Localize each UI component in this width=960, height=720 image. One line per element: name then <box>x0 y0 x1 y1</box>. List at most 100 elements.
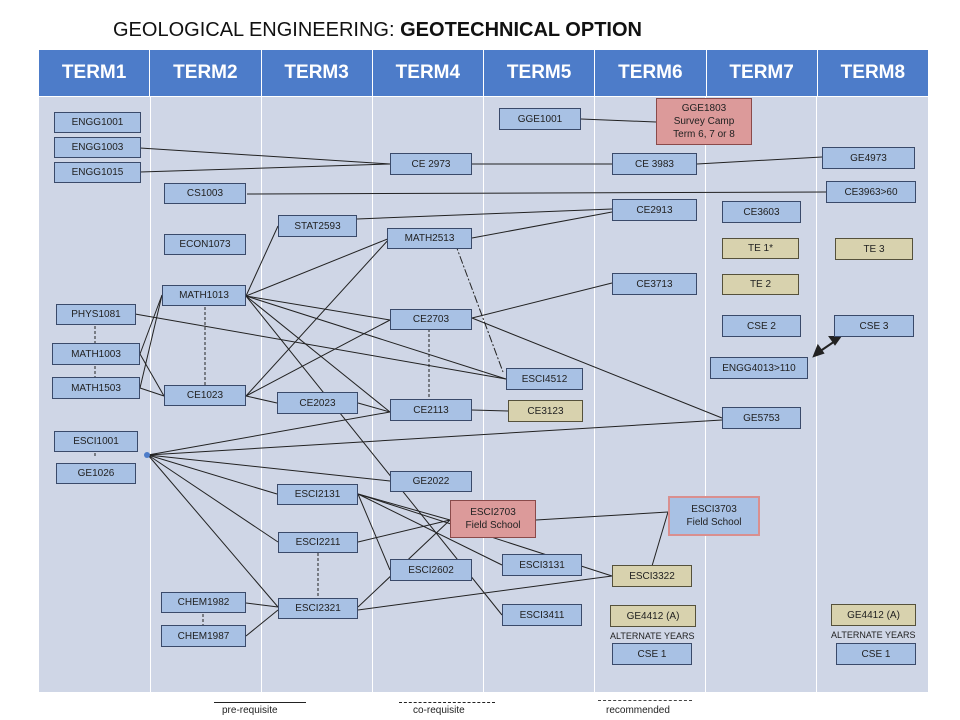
course-cse1[interactable]: CSE 1 <box>612 643 692 665</box>
prereq-edge <box>134 313 507 380</box>
course-cse1[interactable]: CSE 1 <box>836 643 916 665</box>
course-ce3713[interactable]: CE3713 <box>612 273 697 295</box>
course-esci2602[interactable]: ESCI2602 <box>390 559 472 581</box>
prereq-edge <box>245 609 279 637</box>
course-ce3603[interactable]: CE3603 <box>722 201 801 223</box>
term-3-header: TERM3 <box>261 50 373 96</box>
title-prefix: GEOLOGICAL ENGINEERING: <box>113 19 401 41</box>
course-ce3963[interactable]: CE3963>60 <box>826 181 916 203</box>
term-6-header: TERM6 <box>595 50 707 96</box>
course-cse3[interactable]: CSE 3 <box>834 315 914 337</box>
term-1-header: TERM1 <box>39 50 151 96</box>
course-esci3322[interactable]: ESCI3322 <box>612 565 692 587</box>
alternate-years-note: ALTERNATE YEARS <box>610 631 695 641</box>
course-esci2211[interactable]: ESCI2211 <box>278 532 358 553</box>
column-divider <box>150 97 151 692</box>
course-ge1026[interactable]: GE1026 <box>56 463 136 484</box>
course-chem1982[interactable]: CHEM1982 <box>161 592 246 613</box>
course-engg1001[interactable]: ENGG1001 <box>54 112 141 133</box>
course-ce1023[interactable]: CE1023 <box>164 385 246 406</box>
term-5-header: TERM5 <box>484 50 596 96</box>
column-divider <box>816 97 817 692</box>
course-ce2023[interactable]: CE2023 <box>277 392 358 414</box>
course-gge1001[interactable]: GGE1001 <box>499 108 581 130</box>
column-divider <box>705 97 706 692</box>
course-ce3123[interactable]: CE3123 <box>508 400 583 422</box>
prereq-edge <box>245 295 391 413</box>
course-te2[interactable]: TE 2 <box>722 274 799 295</box>
prereq-edge <box>245 395 278 404</box>
prereq-edge <box>245 237 391 297</box>
course-ce2973[interactable]: CE 2973 <box>390 153 472 175</box>
prereq-edge <box>357 493 503 566</box>
course-esci2131[interactable]: ESCI2131 <box>277 484 358 505</box>
prereq-edge <box>245 225 279 297</box>
course-engg1003[interactable]: ENGG1003 <box>54 137 141 158</box>
column-divider <box>261 97 262 692</box>
legend-recommended-swatch <box>598 700 692 701</box>
prereq-edge <box>357 575 613 611</box>
prereq-edge <box>139 387 165 397</box>
prereq-edge <box>245 319 391 397</box>
junction-dot <box>144 452 150 458</box>
course-ce2703[interactable]: CE2703 <box>390 309 472 330</box>
course-esci3131[interactable]: ESCI3131 <box>502 554 582 576</box>
legend-prereq-label: pre-requisite <box>222 705 278 716</box>
column-divider <box>483 97 484 692</box>
course-ge4412-a[interactable]: GE4412 (A) <box>831 604 916 626</box>
prereq-edge <box>357 493 451 521</box>
course-math2513[interactable]: MATH2513 <box>387 228 472 249</box>
course-engg4013[interactable]: ENGG4013>110 <box>710 357 808 379</box>
course-esci3703-field-school[interactable]: ESCI3703 Field School <box>668 496 760 536</box>
course-te1[interactable]: TE 1* <box>722 238 799 259</box>
course-cse2[interactable]: CSE 2 <box>722 315 801 337</box>
term-7-header: TERM7 <box>706 50 818 96</box>
course-math1013[interactable]: MATH1013 <box>162 285 246 306</box>
course-ce2113[interactable]: CE2113 <box>390 399 472 421</box>
course-ce3983[interactable]: CE 3983 <box>612 153 697 175</box>
legend-recommended-label: recommended <box>606 705 670 716</box>
course-ge2022[interactable]: GE2022 <box>390 471 472 492</box>
prereq-edge <box>357 493 391 571</box>
prereq-edge <box>147 419 723 456</box>
course-esci4512[interactable]: ESCI4512 <box>506 368 583 390</box>
course-math1003[interactable]: MATH1003 <box>52 343 140 365</box>
prereq-edge <box>696 156 823 165</box>
course-esci2321[interactable]: ESCI2321 <box>278 598 358 619</box>
course-ge4412-a[interactable]: GE4412 (A) <box>610 605 696 627</box>
prereq-edge <box>147 411 391 456</box>
prereq-edge <box>147 454 391 482</box>
course-engg1015[interactable]: ENGG1015 <box>54 162 141 183</box>
arrowhead-icon <box>828 336 842 346</box>
course-esci2703-field-school[interactable]: ESCI2703 Field School <box>450 500 536 538</box>
prereq-edge <box>580 118 657 123</box>
arrowhead-icon <box>812 343 825 358</box>
legend-coreq-label: co-requisite <box>413 705 465 716</box>
title-emphasis: GEOTECHNICAL OPTION <box>400 19 642 41</box>
prereq-edge <box>245 237 391 397</box>
prereq-edge <box>147 454 279 608</box>
legend-prereq-swatch <box>214 702 306 703</box>
course-ce2913[interactable]: CE2913 <box>612 199 697 221</box>
course-esci3411[interactable]: ESCI3411 <box>502 604 582 626</box>
prereq-edge <box>651 511 669 567</box>
course-econ1073[interactable]: ECON1073 <box>164 234 246 255</box>
legend-coreq-swatch <box>399 702 495 703</box>
course-cs1003[interactable]: CS1003 <box>164 183 246 204</box>
prereq-edge <box>471 409 509 412</box>
course-esci1001[interactable]: ESCI1001 <box>54 431 138 452</box>
course-math1503[interactable]: MATH1503 <box>52 377 140 399</box>
recommended-edge <box>454 242 504 373</box>
course-ge4973[interactable]: GE4973 <box>822 147 915 169</box>
course-phys1081[interactable]: PHYS1081 <box>56 304 136 325</box>
prereq-edge <box>535 511 669 521</box>
course-te3[interactable]: TE 3 <box>835 238 913 260</box>
course-ge5753[interactable]: GE5753 <box>722 407 801 429</box>
course-stat2593[interactable]: STAT2593 <box>278 215 357 237</box>
course-chem1987[interactable]: CHEM1987 <box>161 625 246 647</box>
course-gge1803-survey-camp[interactable]: GGE1803 Survey Camp Term 6, 7 or 8 <box>656 98 752 145</box>
prereq-edge <box>245 295 391 321</box>
prereq-edge <box>139 147 391 165</box>
prereq-edge <box>356 208 613 220</box>
